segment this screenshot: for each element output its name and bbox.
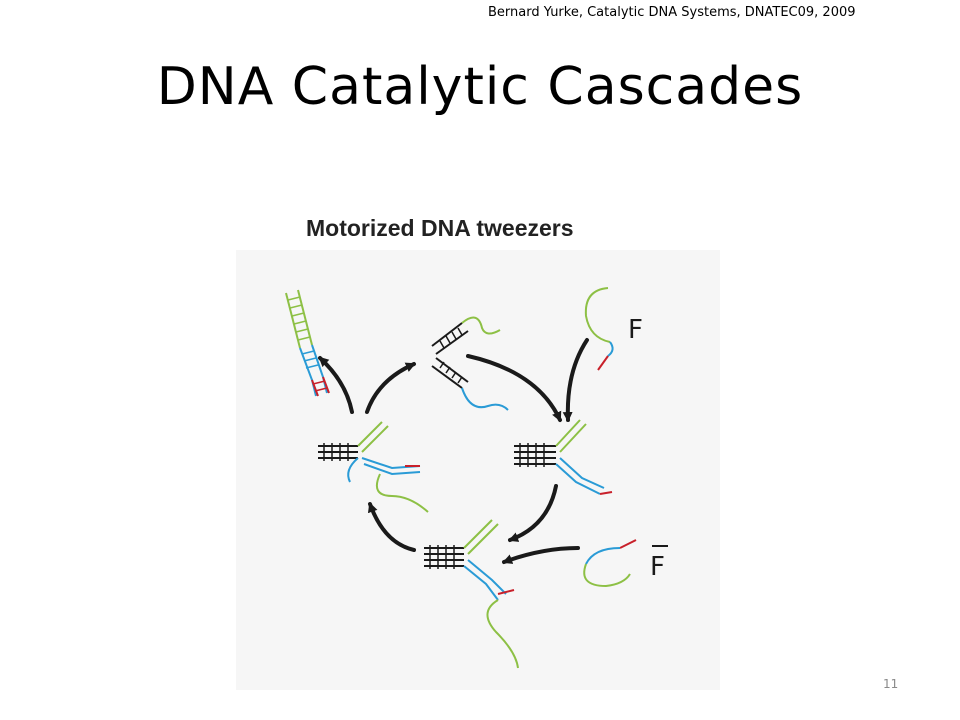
fuel-label: F [628,315,643,345]
arrow-release [318,356,354,414]
closed-tweezers-waste [318,421,429,513]
arrow-antifuel-in [502,546,580,564]
figure-title: Motorized DNA tweezers [306,215,574,241]
antifuel-label: F [650,552,665,582]
arrow-bind-fuel-top [466,354,562,422]
slide-title: DNA Catalytic Cascades [156,57,804,117]
arrow-down-right [508,484,558,542]
cycle-arrows [318,338,589,564]
antifuel-strand [583,539,637,588]
figure-panel [236,250,720,690]
closed-tweezers-antifuel [424,519,519,669]
released-duplex [285,289,330,397]
fuel-strand [584,287,614,371]
closed-tweezers-fuel [514,419,613,495]
arrow-fuel-in [562,338,589,422]
citation: Bernard Yurke, Catalytic DNA Systems, DN… [488,5,856,20]
arrow-open [365,362,416,414]
open-tweezers [431,316,509,411]
slide-number: 11 [883,677,899,691]
arrow-up-left [367,502,416,552]
